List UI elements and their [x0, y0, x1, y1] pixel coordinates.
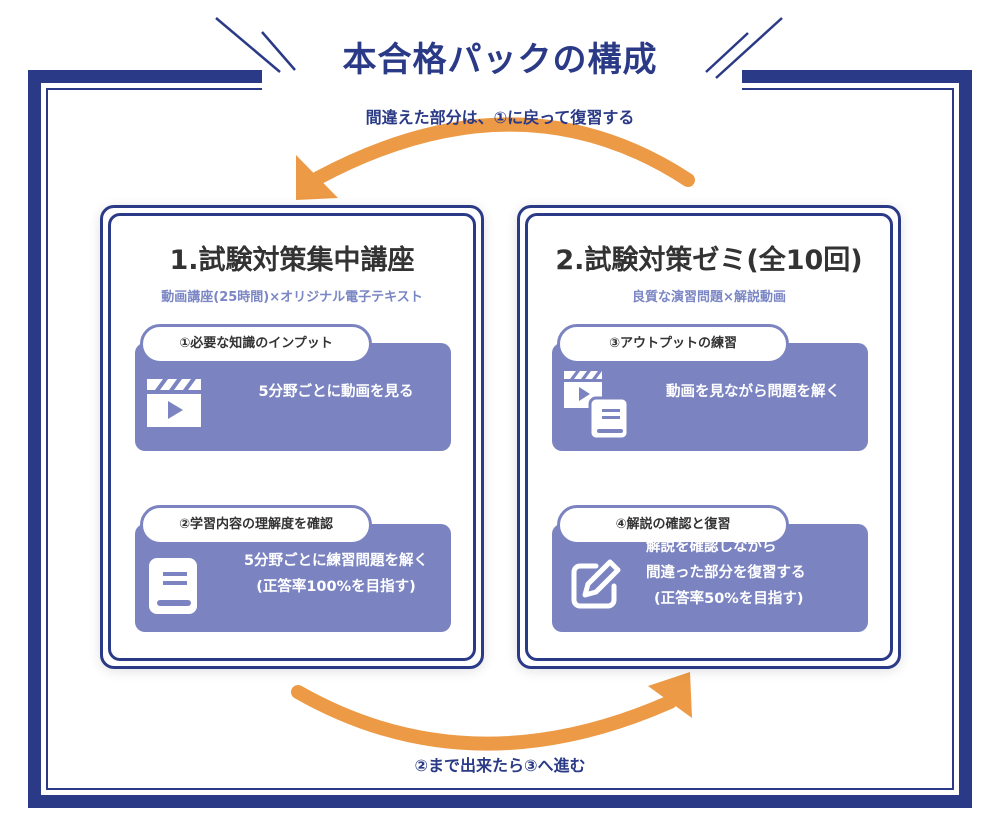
page-title: 本合格パックの構成 — [342, 40, 658, 80]
step-4: ④解説の確認と復習 解説を確認しながら 間違った部分を復習する (正答率50%を… — [552, 505, 868, 632]
top-note: 間違えた部分は、①に戻って復習する — [365, 108, 635, 127]
step-text-line: 解説を確認しながら — [646, 539, 777, 555]
decor-line — [261, 31, 296, 71]
step-text-line: 間違った部分を復習する — [646, 565, 806, 581]
title-gap — [262, 60, 742, 94]
decor-line — [215, 17, 281, 73]
step-text-line: (正答率100%を目指す) — [256, 579, 416, 595]
step-text-line: 5分野ごとに練習問題を解く — [243, 553, 429, 569]
step-text: 5分野ごとに動画を見る — [258, 384, 414, 400]
step-label: ③アウトプットの練習 — [557, 324, 789, 364]
return-arrow — [296, 117, 695, 200]
decor-line — [705, 32, 749, 73]
progress-arrow — [291, 672, 692, 751]
card-subtitle: 動画講座(25時間)×オリジナル電子テキスト — [161, 290, 423, 305]
card-title: 2.試験対策ゼミ(全10回) — [555, 245, 863, 276]
arrow-head — [648, 672, 692, 718]
step-label: ④解説の確認と復習 — [557, 505, 789, 545]
step-text: 解説を確認しながら 間違った部分を復習する (正答率50%を目指す) — [646, 534, 858, 612]
step-text-line: (正答率50%を目指す) — [654, 591, 804, 607]
book-icon — [149, 558, 197, 614]
card-inner-border — [108, 213, 476, 661]
card-title: 1.試験対策集中講座 — [169, 245, 415, 276]
step-label: ②学習内容の理解度を確認 — [140, 505, 372, 545]
arrow-head — [296, 155, 338, 200]
edit-icon — [571, 559, 621, 609]
bottom-note: ②まで出来たら③へ進む — [414, 756, 586, 775]
step-1: ①必要な知識のインプット 5分野ごとに動画を見る — [135, 324, 451, 451]
video-and-book-icon — [564, 371, 630, 439]
step-2: ②学習内容の理解度を確認 5分野ごとに練習問題を解く (正答率100%を目指す) — [135, 505, 451, 632]
card-subtitle: 良質な演習問題×解説動画 — [632, 290, 786, 305]
clapperboard-icon — [147, 379, 201, 427]
card-exam-seminar: 2.試験対策ゼミ(全10回) 良質な演習問題×解説動画 ③アウトプットの練習 動… — [517, 205, 901, 669]
card-intensive-course: 1.試験対策集中講座 動画講座(25時間)×オリジナル電子テキスト ①必要な知識… — [100, 205, 484, 669]
step-text: 5分野ごとに練習問題を解く (正答率100%を目指す) — [231, 548, 441, 600]
decor-line — [715, 17, 783, 79]
card-inner-border — [525, 213, 893, 661]
step-text: 動画を見ながら問題を解く — [666, 384, 840, 400]
step-3: ③アウトプットの練習 動画を見ながら問題を解く — [552, 324, 868, 451]
step-label: ①必要な知識のインプット — [140, 324, 372, 364]
